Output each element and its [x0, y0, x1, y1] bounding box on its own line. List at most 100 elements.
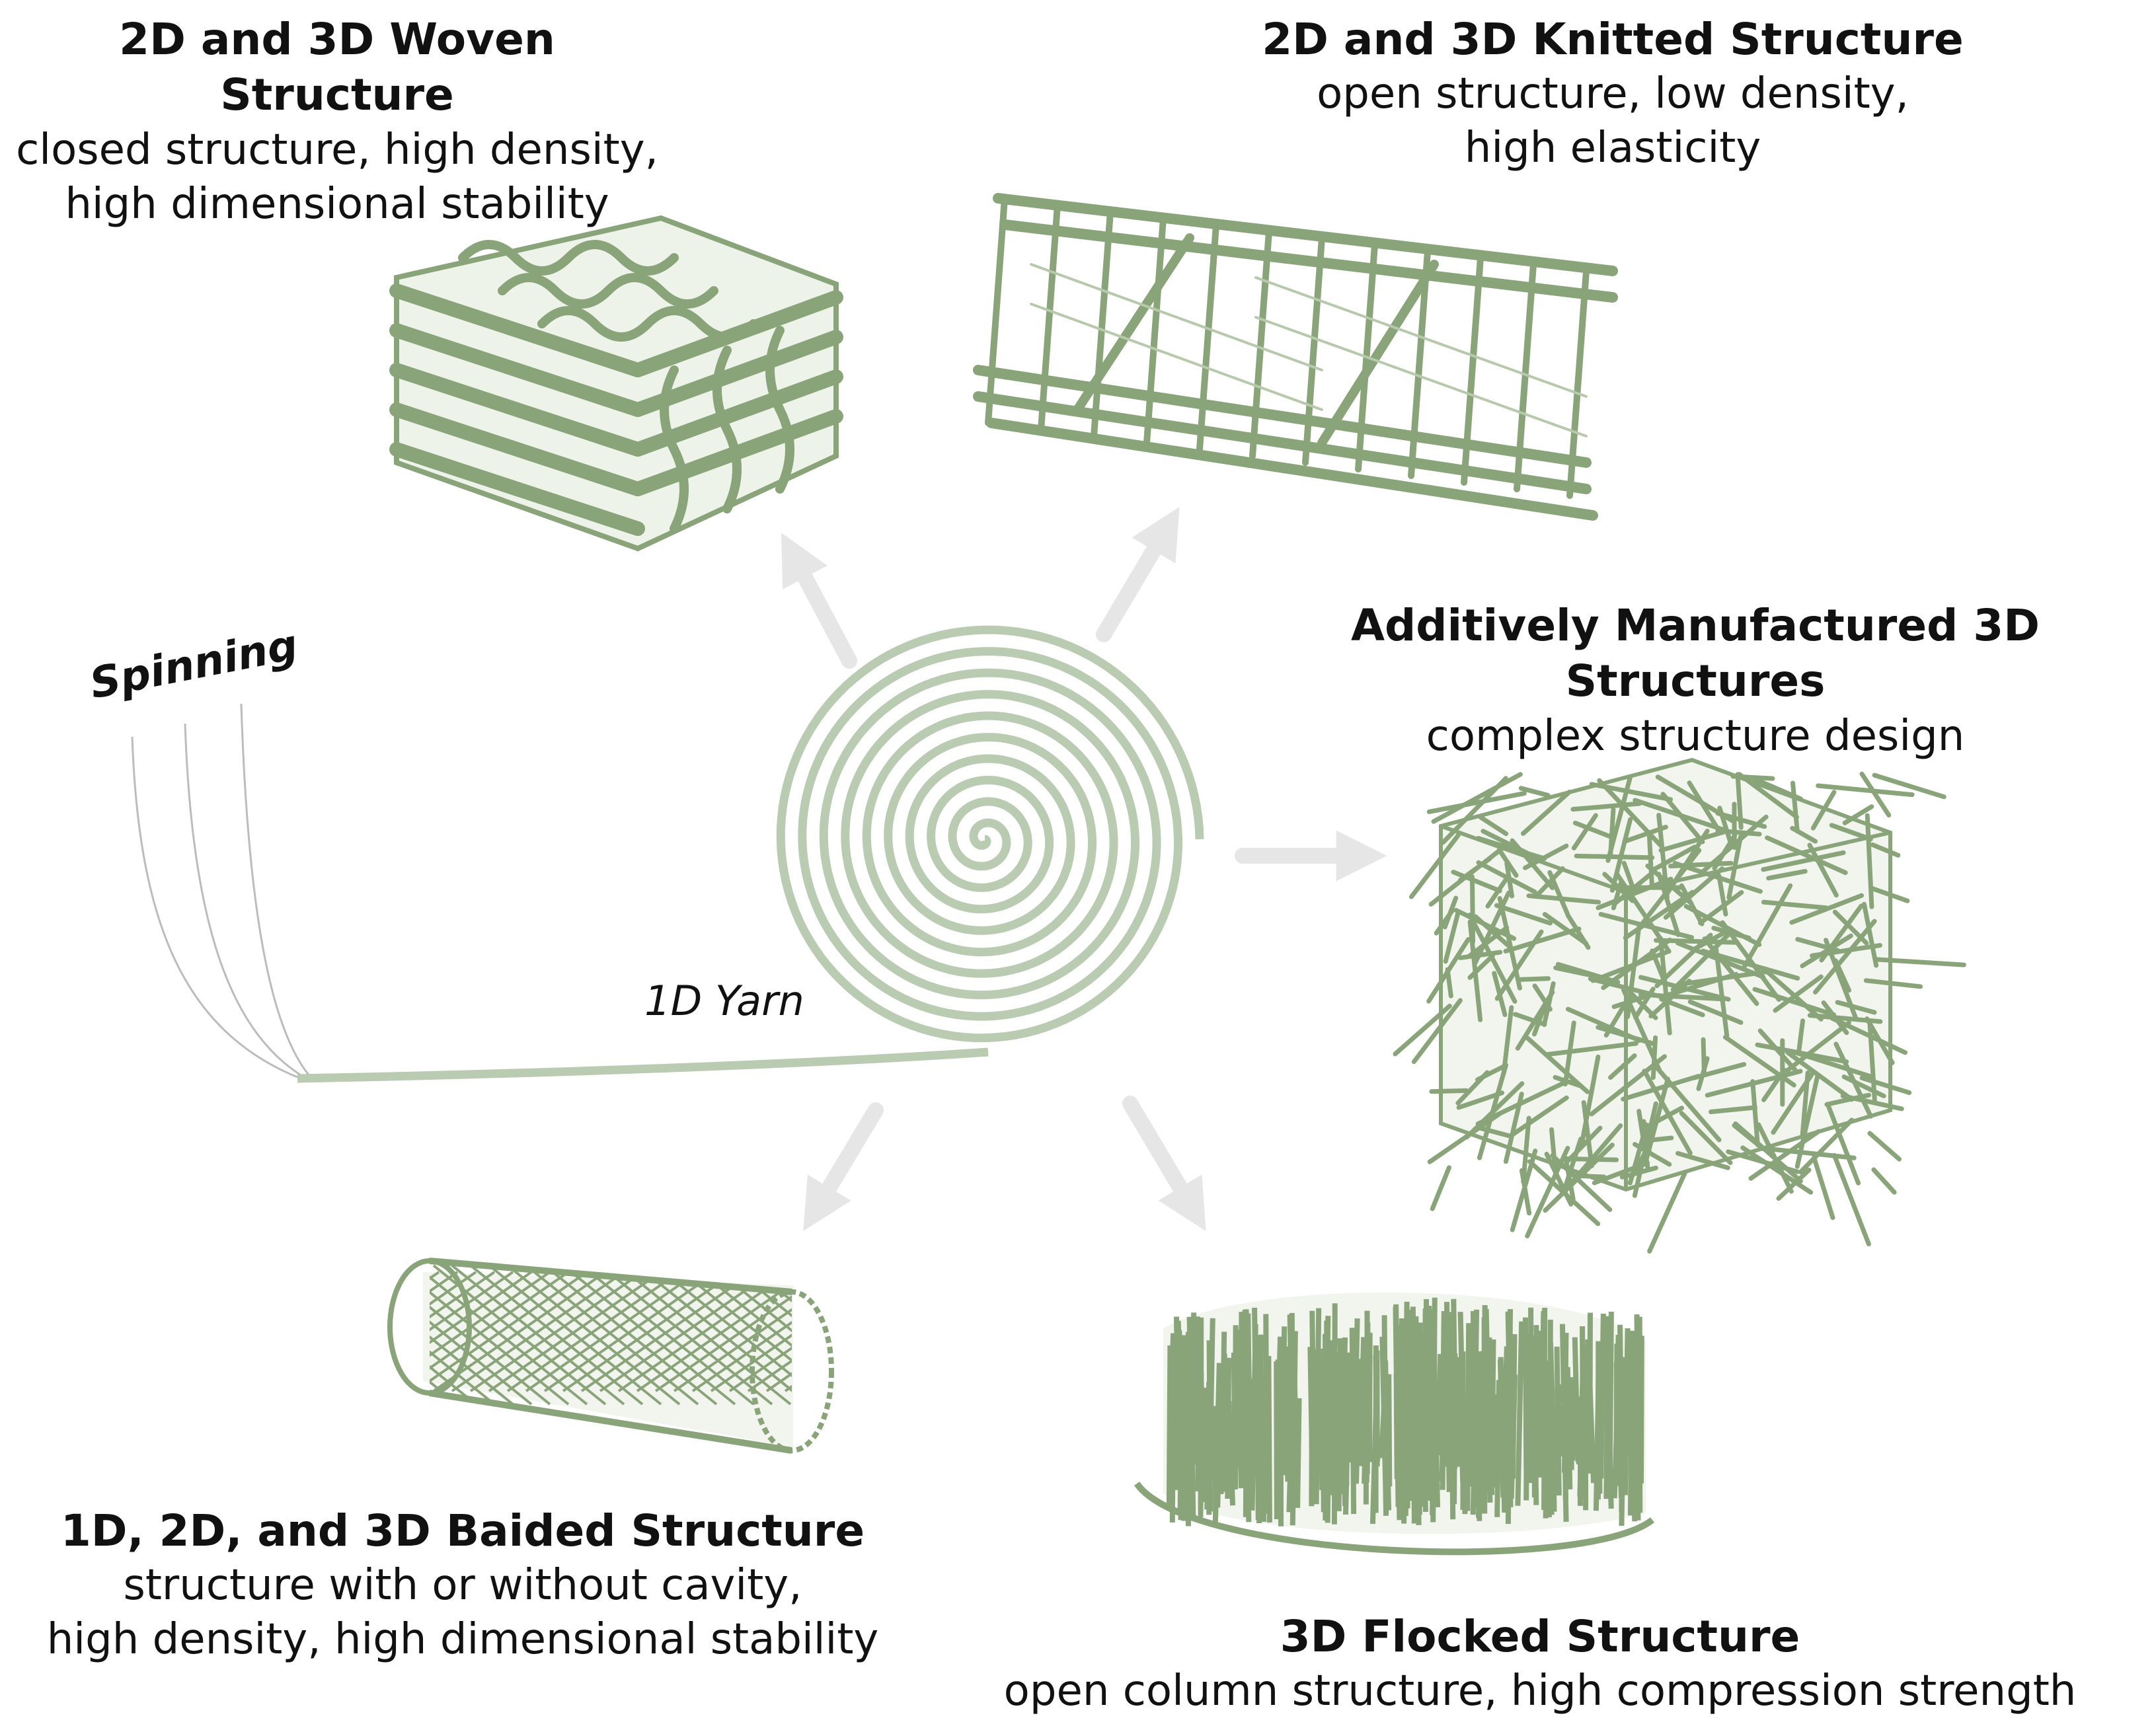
flock-fiber — [1407, 1337, 1414, 1490]
braid-strand — [822, 1265, 994, 1404]
fiber-strand — [1642, 1069, 1693, 1156]
fiber-strand — [1872, 773, 1946, 800]
fiber-strand — [1655, 774, 1735, 823]
braid-strand — [1007, 1272, 1179, 1391]
braid-strand — [970, 1265, 1142, 1404]
fiber-strand — [1785, 1050, 1855, 1102]
fiber-strand — [1646, 834, 1654, 887]
braid-strand — [933, 1265, 1105, 1404]
fiber-strand — [1570, 801, 1642, 812]
knitted-structure — [973, 193, 1618, 521]
knitted-label: 2D and 3D Knitted Structure open structu… — [1249, 12, 1976, 176]
additive-desc-1: complex structure design — [1426, 711, 1965, 761]
fiber-strand — [1494, 903, 1553, 926]
flock-fiber — [1525, 1333, 1532, 1455]
fiber-strand — [1798, 1117, 1855, 1175]
braid-strand — [230, 1272, 402, 1391]
fiber-strand — [1755, 1042, 1849, 1065]
fiber-strand — [1429, 1088, 1469, 1094]
fiber-strand — [1542, 912, 1589, 946]
fiber-strand — [1645, 863, 1694, 906]
fiber-strand — [1833, 958, 1852, 993]
fiber-strand — [1566, 1125, 1603, 1163]
braid-strand — [841, 1272, 1013, 1391]
fiber-strand — [1627, 989, 1658, 1020]
fiber-strand — [1677, 969, 1771, 987]
fiber-strand — [1812, 919, 1877, 995]
flock-fiber — [1533, 1392, 1543, 1460]
braid-strand — [430, 1264, 440, 1406]
arrow-to-woven — [781, 533, 857, 669]
fiber-strand — [1790, 780, 1800, 833]
braided-structure — [230, 1258, 1179, 1454]
fiber-strand — [1824, 1092, 1872, 1107]
flock-fiber — [1515, 1321, 1525, 1506]
braided-title: 1D, 2D, and 3D Baided Structure — [60, 1505, 865, 1556]
flock-fiber — [1477, 1396, 1485, 1513]
fiber-strand — [1644, 1076, 1670, 1161]
braided-desc-1: structure with or without cavity, — [123, 1561, 802, 1610]
fiber-strand — [1639, 848, 1702, 927]
fiber-strand — [1574, 853, 1655, 860]
fiber-strand — [1445, 967, 1453, 999]
braid-strand — [989, 1265, 1161, 1404]
fiber-strand — [1859, 771, 1892, 818]
flock-fiber — [1638, 1336, 1644, 1484]
braid-strand — [728, 1271, 792, 1392]
fiber-strand — [1696, 1056, 1710, 1092]
braid-strand — [952, 1265, 1124, 1404]
braid-strand — [989, 1272, 1161, 1391]
fiber-strand — [1553, 1074, 1584, 1089]
braid-strand — [710, 1264, 792, 1406]
braid-strand — [673, 1271, 792, 1392]
fiber-strand — [1562, 1020, 1576, 1087]
flock-fiber — [1568, 1376, 1574, 1470]
fiber-strand — [1621, 1074, 1701, 1102]
fiber-strand — [1867, 1020, 1877, 1104]
fiber-strand — [1870, 842, 1901, 858]
flock-fiber — [1170, 1401, 1179, 1490]
braid-strand — [1007, 1265, 1179, 1404]
fiber-strand — [1573, 1173, 1607, 1180]
fiber-strand — [1756, 1122, 1794, 1194]
flock-fiber — [1439, 1310, 1447, 1482]
fiber-strand — [1687, 999, 1744, 1025]
flock-fiber — [1502, 1397, 1509, 1513]
fiber-strand — [1522, 843, 1569, 870]
fiber-strand — [1859, 1075, 1912, 1095]
fiber-strand — [1708, 1105, 1758, 1115]
braid-strand — [915, 1265, 1087, 1404]
fiber-strand — [1829, 823, 1873, 842]
fiber-strand — [1571, 813, 1598, 850]
fiber-strand — [1812, 1155, 1835, 1221]
fiber-strand — [1492, 971, 1508, 1017]
flock-fiber — [1231, 1352, 1238, 1464]
fiber-strand — [1670, 928, 1735, 993]
fiber-strand — [1726, 1149, 1800, 1174]
fiber-strand — [1456, 1090, 1505, 1110]
flock-fiber — [1420, 1376, 1430, 1488]
flock-fiber — [1274, 1361, 1280, 1520]
braid-strand — [896, 1265, 1068, 1404]
flocked-desc-1: open column structure, high compression … — [1003, 1667, 2077, 1716]
fiber-strand — [1789, 893, 1865, 925]
fiber-strand — [1668, 860, 1734, 869]
fiber-strand — [1831, 1152, 1871, 1247]
flock-fiber — [1186, 1316, 1196, 1521]
braid-strand — [691, 1271, 792, 1392]
fiber-strand — [1675, 1150, 1730, 1170]
knitted-desc-1: open structure, low density, — [1317, 69, 1909, 119]
fiber-strand — [1713, 944, 1730, 1038]
fiber-strand — [1658, 936, 1672, 1036]
fiber-strand — [1650, 845, 1697, 873]
flock-fiber — [1233, 1378, 1242, 1469]
fiber-strand — [1737, 772, 1799, 819]
fiber-strand — [1663, 866, 1725, 920]
flock-fiber — [1623, 1345, 1633, 1458]
braid-strand — [654, 1264, 792, 1406]
fiber-strand — [1647, 1170, 1688, 1254]
fiber-strand — [1826, 1102, 1861, 1186]
flock-fiber — [1444, 1347, 1453, 1465]
flock-fiber — [1338, 1337, 1348, 1492]
flock-fiber — [1344, 1380, 1352, 1458]
